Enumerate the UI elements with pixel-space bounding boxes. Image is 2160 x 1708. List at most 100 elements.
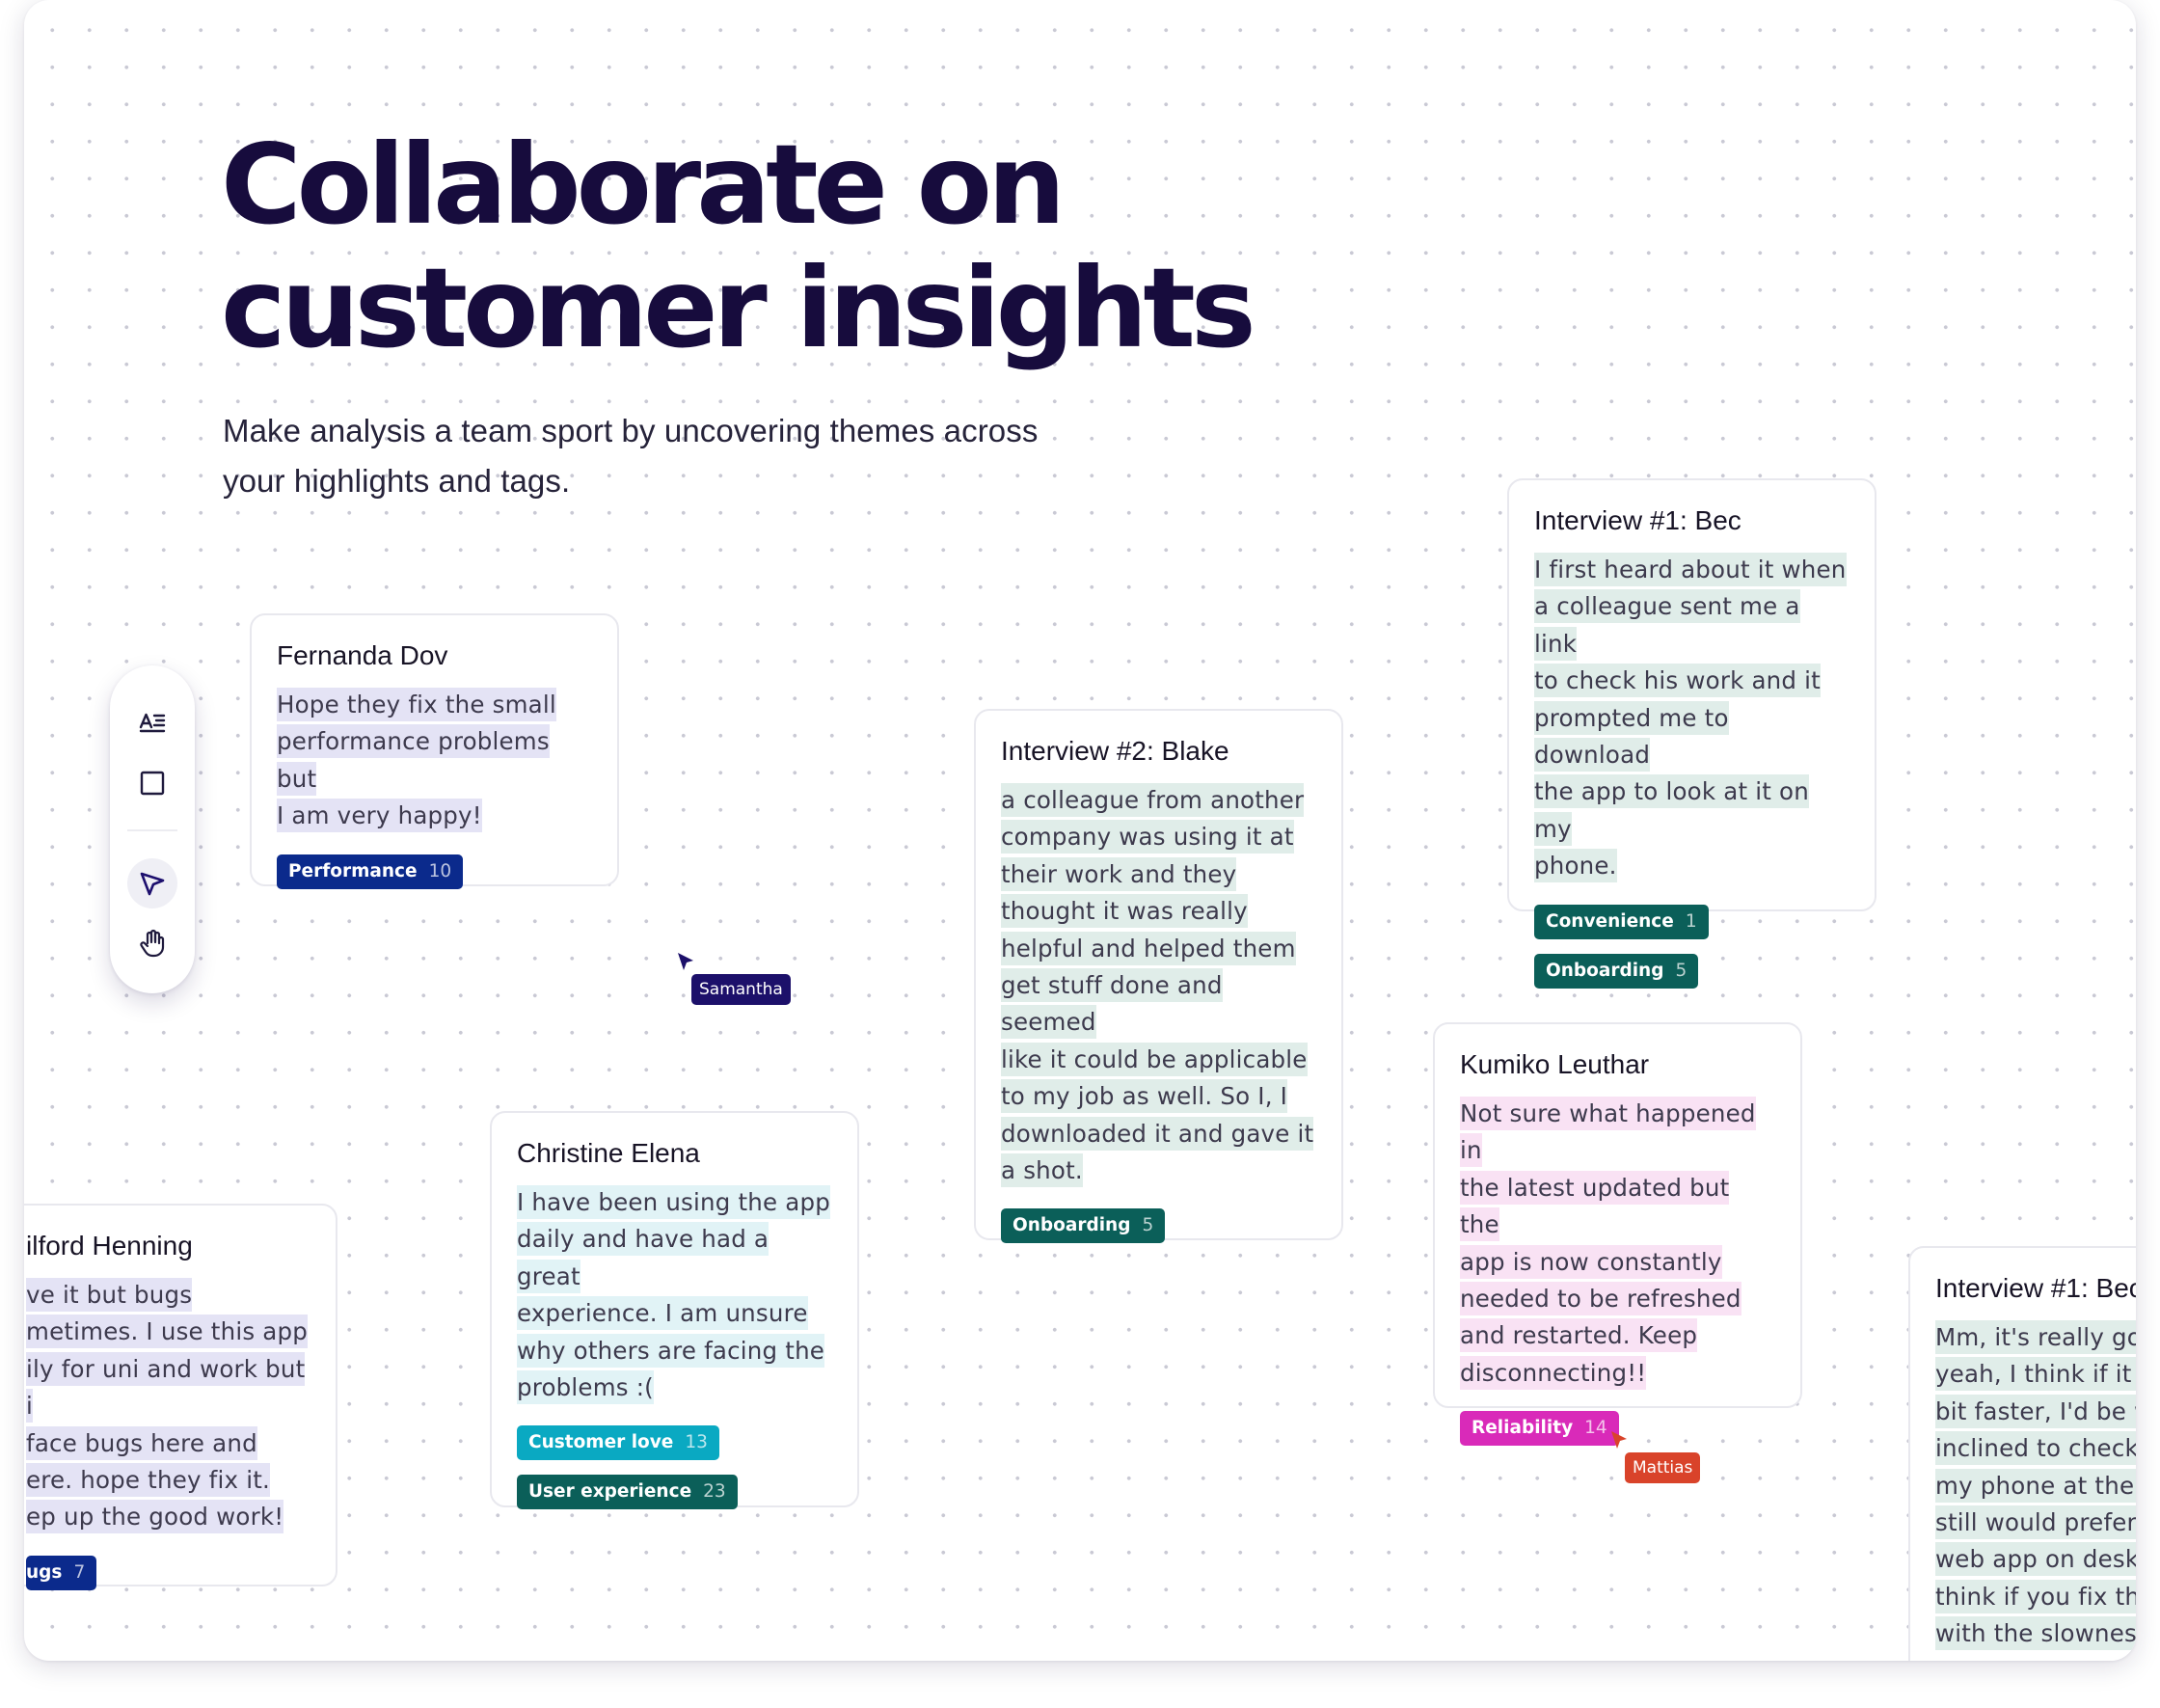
card-quote: Not sure what happened in the latest upd…	[1460, 1096, 1775, 1392]
quote-line: downloaded it and gave it	[1001, 1116, 1314, 1151]
hand-tool-button[interactable]	[127, 918, 177, 968]
quote-line: a shot.	[1001, 1153, 1083, 1188]
card-quote: a colleague from another company was usi…	[1001, 782, 1316, 1189]
insight-card-bec-partial[interactable]: Interview #1: Bec Mm, it's really good y…	[1908, 1246, 2136, 1661]
quote-line: app is now constantly	[1460, 1244, 1722, 1279]
quote-line: ep up the good work!	[26, 1500, 284, 1534]
tag-bugs[interactable]: ugs 7	[26, 1555, 97, 1590]
tag-reliability[interactable]: Reliability 14	[1460, 1411, 1619, 1447]
pointer-icon	[140, 872, 165, 896]
hero-title: Collaborate on customer insights	[221, 121, 1256, 372]
quote-line: a colleague sent me a link	[1534, 589, 1800, 661]
rectangle-icon	[140, 771, 165, 796]
tag-customer-love[interactable]: Customer love 13	[517, 1425, 719, 1461]
hero-title-line-2: customer insights	[221, 244, 1256, 372]
quote-line: ve it but bugs	[26, 1278, 193, 1312]
quote-line: thought it was really	[1001, 894, 1248, 929]
quote-line: still would prefer to	[1935, 1505, 2136, 1540]
text-tool-button[interactable]	[127, 696, 177, 746]
quote-line: disconnecting!!	[1460, 1355, 1647, 1390]
tag-count: 5	[1675, 960, 1688, 981]
quote-line: inclined to check th	[1935, 1431, 2136, 1466]
tag-list: Reliability 14	[1460, 1411, 1775, 1460]
pointer-tool-button[interactable]	[127, 858, 177, 908]
text-icon	[139, 713, 166, 733]
card-quote: Hope they fix the small performance prob…	[277, 687, 592, 835]
quote-line: get stuff done and seemed	[1001, 968, 1223, 1040]
quote-line: a colleague from another	[1001, 783, 1305, 817]
quote-line: the latest updated but the	[1460, 1170, 1730, 1242]
quote-line: the app to look at it on my	[1534, 774, 1809, 846]
hero-subtitle: Make analysis a team sport by uncovering…	[223, 413, 1039, 499]
insight-card-blake[interactable]: Interview #2: Blake a colleague from ano…	[974, 709, 1343, 1244]
tag-count: 10	[428, 860, 452, 881]
quote-line: performance problems but	[277, 724, 550, 796]
cursor-arrow-icon	[1611, 1431, 1627, 1449]
tag-count: 7	[73, 1561, 86, 1583]
tag-list: Onboarding 5	[1001, 1208, 1316, 1258]
quote-line: think if you fix those	[1935, 1579, 2136, 1613]
quote-line: Mm, it's really good	[1935, 1320, 2136, 1354]
insight-card-bec[interactable]: Interview #1: Bec I first heard about it…	[1507, 478, 1876, 989]
tag-list: Performance 10	[277, 854, 592, 904]
card-title: ilford Henning	[26, 1231, 193, 1261]
quote-line: and restarted. Keep	[1460, 1318, 1698, 1353]
cursor-label: Samantha	[691, 974, 791, 1005]
hero-title-line-1: Collaborate on	[221, 121, 1066, 249]
quote-line: needed to be refreshed	[1460, 1282, 1742, 1316]
tag-label: Performance	[288, 860, 418, 881]
cursor-label: Mattias	[1625, 1452, 1701, 1483]
quote-line: Not sure what happened in	[1460, 1097, 1756, 1168]
tag-count: 14	[1584, 1418, 1607, 1439]
tag-list: ugs 7	[26, 1555, 310, 1605]
quote-line: phone.	[1534, 849, 1617, 883]
card-quote: I first heard about it when a colleague …	[1534, 552, 1850, 885]
quote-line: problems :(	[517, 1370, 654, 1405]
card-title: Kumiko Leuthar	[1460, 1049, 1650, 1079]
cursor-arrow-icon	[678, 953, 693, 970]
quote-line: their work and they	[1001, 856, 1237, 891]
quote-line: Hope they fix the small	[277, 688, 556, 721]
insight-card-christine[interactable]: Christine Elena I have been using the ap…	[490, 1111, 859, 1510]
tag-label: Convenience	[1546, 910, 1674, 932]
tag-label: Customer love	[528, 1432, 674, 1453]
quote-line: face bugs here and	[26, 1425, 257, 1460]
tag-label: Reliability	[1472, 1418, 1574, 1439]
quote-line: ere. hope they fix it.	[26, 1463, 271, 1498]
quote-line: why others are facing the	[517, 1333, 825, 1368]
tag-performance[interactable]: Performance 10	[277, 854, 464, 889]
card-title: Interview #1: Bec	[1534, 505, 1742, 535]
toolbar-divider	[127, 829, 177, 831]
quote-line: like it could be applicable	[1001, 1042, 1308, 1076]
quote-line: prompted me to download	[1534, 700, 1729, 773]
card-quote: ve it but bugs metimes. I use this app i…	[26, 1277, 310, 1536]
tag-count: 13	[685, 1432, 708, 1453]
tag-count: 23	[703, 1481, 726, 1503]
quote-line: metimes. I use this app	[26, 1315, 309, 1349]
card-title: Interview #2: Blake	[1001, 736, 1229, 766]
insight-card-kumiko[interactable]: Kumiko Leuthar Not sure what happened in…	[1433, 1022, 1802, 1447]
quote-line: my phone at the mo	[1935, 1468, 2136, 1503]
insight-card-wilford[interactable]: ilford Henning ve it but bugs metimes. I…	[24, 1204, 338, 1590]
card-quote: I have been using the app daily and have…	[517, 1184, 832, 1406]
insight-card-fernanda[interactable]: Fernanda Dov Hope they fix the small per…	[250, 613, 619, 889]
canvas-frame[interactable]: Collaborate on customer insights Make an…	[24, 0, 2136, 1661]
quote-line: web app on desktop	[1935, 1542, 2136, 1577]
rectangle-tool-button[interactable]	[127, 758, 177, 808]
card-title: Fernanda Dov	[277, 640, 448, 670]
tag-label: Onboarding	[1012, 1215, 1131, 1236]
card-quote: Mm, it's really good yeah, I think if it…	[1935, 1319, 2136, 1653]
quote-line: I have been using the app	[517, 1185, 831, 1219]
hand-icon	[140, 929, 165, 958]
card-title: Interview #1: Bec	[1935, 1273, 2136, 1303]
tag-count: 5	[1142, 1215, 1154, 1236]
quote-line: experience. I am unsure	[517, 1296, 808, 1331]
quote-line: to my job as well. So I, I	[1001, 1079, 1288, 1114]
tag-label: ugs	[26, 1561, 63, 1583]
tag-onboarding[interactable]: Onboarding 5	[1001, 1208, 1166, 1244]
quote-line: I first heard about it when	[1534, 553, 1847, 586]
quote-line: bit faster, I'd be way	[1935, 1394, 2136, 1428]
